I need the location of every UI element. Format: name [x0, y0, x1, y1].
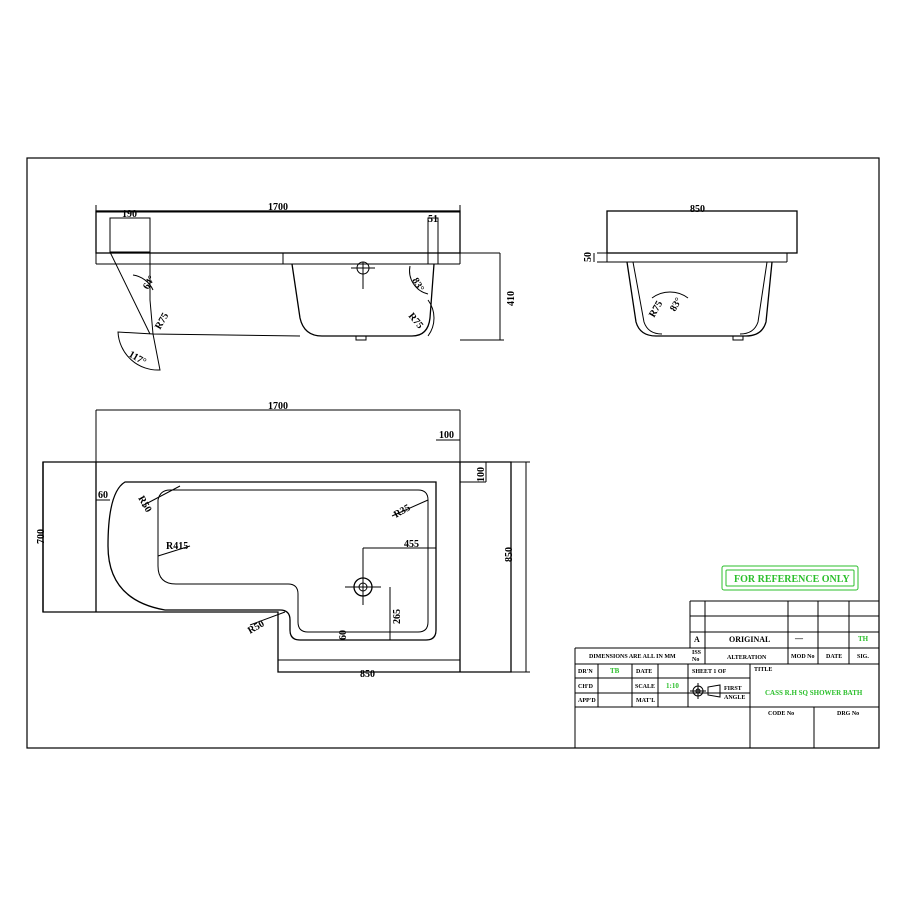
scale-value: 1:10 [666, 682, 679, 690]
reference-stamp [721, 565, 859, 591]
dim-plan-radius-large: R415 [166, 541, 188, 552]
projection-line2: ANGLE [724, 695, 745, 701]
drn-value: TB [610, 667, 620, 675]
dim-side-angle-tap: 83° [409, 276, 426, 294]
rev-issue: A [694, 635, 700, 644]
sheet-border [26, 157, 880, 749]
dim-side-length: 1700 [268, 202, 288, 213]
dim-plan-waste-x: 455 [404, 539, 419, 550]
drawing-title: CASS R.H SQ SHOWER BATH [765, 689, 863, 697]
dim-plan-rim-offset: 100 [439, 430, 454, 441]
no-label: No [692, 657, 699, 663]
dim-plan-shower-width: 850 [360, 669, 375, 680]
date-label: DATE [826, 654, 842, 660]
dim-plan-length: 1700 [268, 401, 288, 412]
rev-alteration-text: ORIGINAL [729, 635, 770, 644]
dim-plan-radius-inner: R35 [392, 502, 412, 520]
sheet-label: SHEET 1 OF [692, 669, 727, 675]
dim-end-angle: 83° [668, 296, 685, 314]
dim-side-angle-end: 64° [141, 274, 158, 292]
dim-side-radius-tap: R75 [406, 311, 426, 331]
date-label-2: DATE [636, 669, 652, 675]
dim-side-radius-end: R75 [153, 311, 171, 331]
sig-label: SIG. [857, 654, 869, 660]
dim-side-height: 410 [506, 291, 517, 306]
dim-plan-full-width: 850 [504, 547, 515, 562]
dim-plan-rim-side: 100 [476, 467, 487, 482]
dim-end-rim: 50 [583, 252, 594, 262]
rev-mod-dash: — [794, 634, 804, 643]
iss-label: ISS [692, 650, 702, 656]
dim-plan-radius-corner: R50 [135, 494, 153, 514]
drg-label: DRG No [837, 711, 859, 717]
dim-end-width: 850 [690, 204, 705, 215]
dim-side-angle-arc: 117° [127, 349, 148, 368]
title-label: TITLE [754, 667, 772, 673]
title-block [574, 600, 879, 748]
scale-label: SCALE [635, 684, 655, 690]
end-elevation [593, 210, 798, 341]
chd-label: CH'D [578, 684, 594, 690]
dim-plan-width: 700 [36, 529, 47, 544]
matl-label: MAT'L [636, 698, 655, 704]
appd-label: APP'D [578, 698, 596, 704]
dim-side-end-width: 190 [122, 209, 137, 220]
mod-label: MOD No [791, 654, 815, 660]
dimensions-note: DIMENSIONS ARE ALL IN MM [589, 654, 676, 660]
rev-sig-value: TH [858, 635, 869, 643]
dim-plan-waste-y: 265 [392, 609, 403, 624]
plan-view [42, 409, 530, 673]
side-elevation [95, 205, 504, 371]
dim-plan-radius-step: R50 [246, 618, 266, 636]
dim-side-rim-width: 51 [428, 214, 438, 225]
reference-stamp-text: FOR REFERENCE ONLY [734, 574, 851, 585]
projection-line1: FIRST [724, 686, 742, 692]
dim-end-radius: R75 [647, 299, 665, 319]
drn-label: DR'N [578, 669, 593, 675]
dim-plan-edge: 60 [98, 490, 108, 501]
alteration-label: ALTERATION [727, 655, 767, 661]
dim-plan-step-edge: 60 [338, 630, 349, 640]
code-label: CODE No [768, 711, 794, 717]
